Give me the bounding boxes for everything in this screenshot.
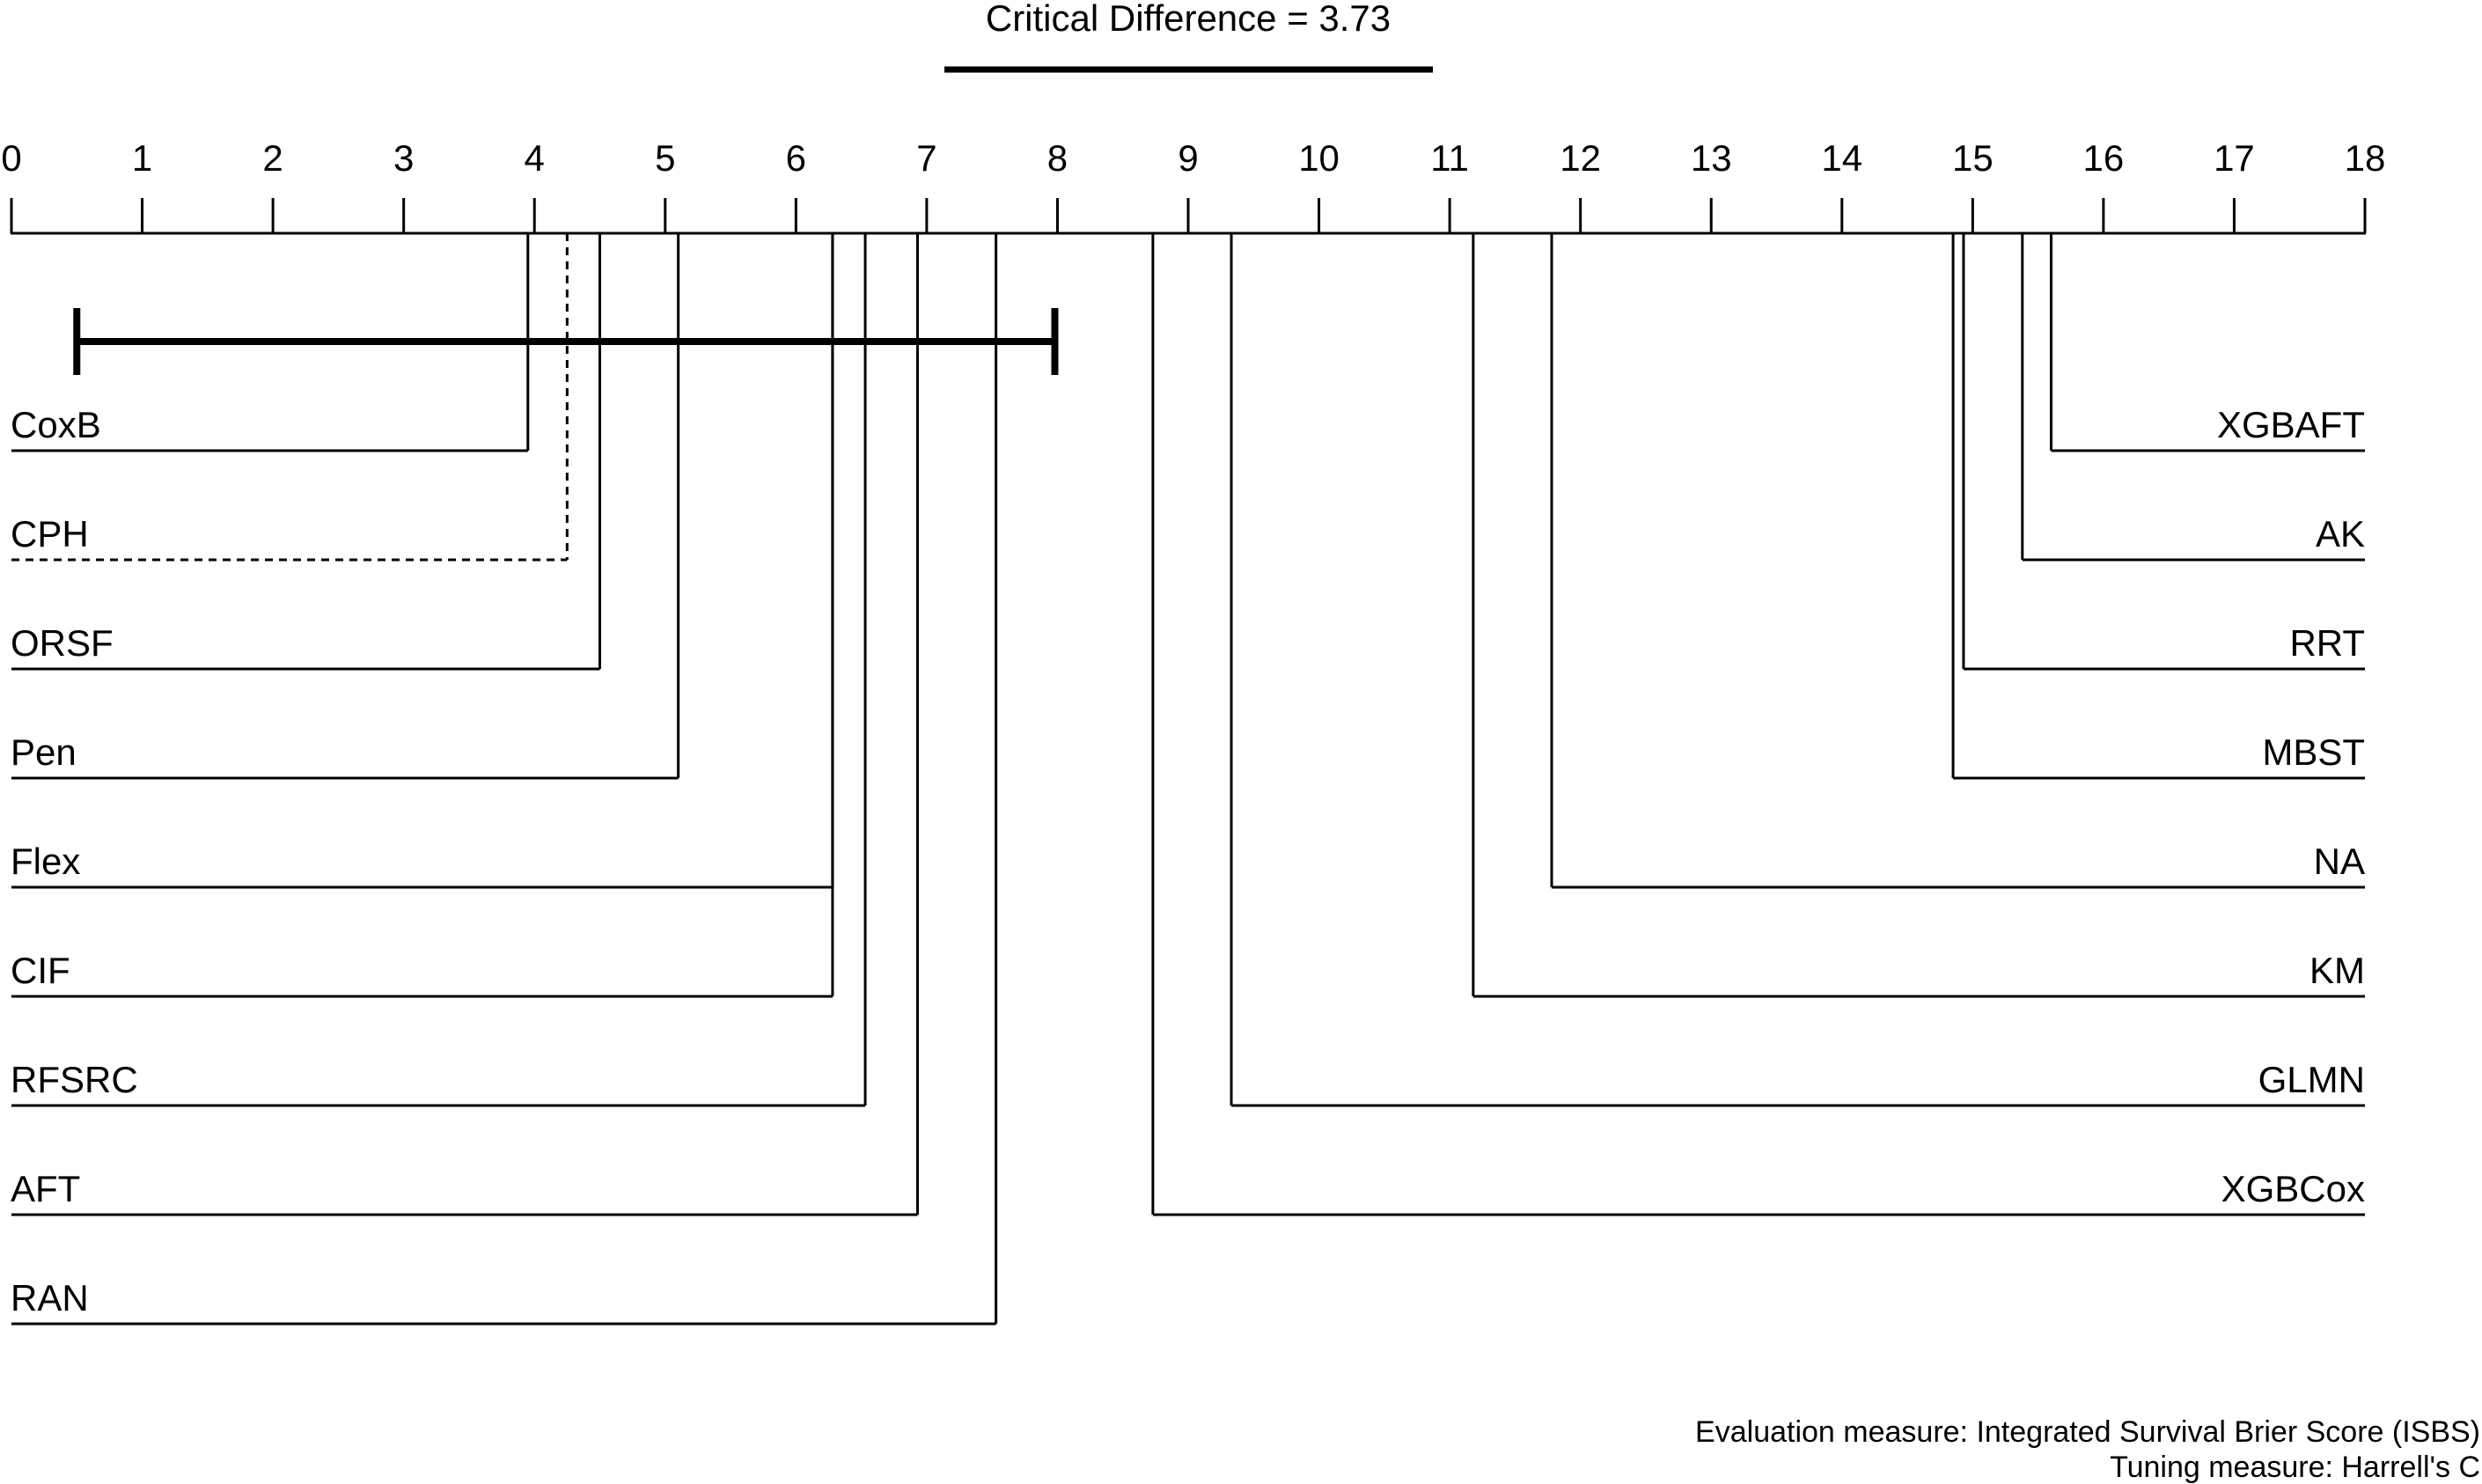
chart-title: Critical Difference = 3.73 xyxy=(986,0,1391,39)
critical-difference-bar xyxy=(73,308,1059,375)
axis-tick-label: 13 xyxy=(1691,137,1732,179)
right-models: XGBAFT AK RRT MBST NA KM GLMN XGBCox xyxy=(1151,233,2365,1216)
axis-tick-label: 17 xyxy=(2214,137,2255,179)
axis-tick-label: 8 xyxy=(1047,137,1068,179)
model-label: ORSF xyxy=(11,622,114,664)
model-label: AK xyxy=(2316,513,2365,555)
model-label: XGBAFT xyxy=(2217,404,2365,445)
model-label: RAN xyxy=(11,1277,89,1319)
model-label: CIF xyxy=(11,950,70,991)
evaluation-measure-note: Evaluation measure: Integrated Survival … xyxy=(1695,1415,2480,1449)
axis-tick-label: 2 xyxy=(262,137,283,179)
model-label: RFSRC xyxy=(11,1059,138,1100)
axis-tick-label: 5 xyxy=(655,137,675,179)
axis-tick-label: 12 xyxy=(1560,137,1601,179)
axis-tick-label: 4 xyxy=(525,137,545,179)
model-label: CoxB xyxy=(11,404,101,445)
axis-tick-label: 16 xyxy=(2083,137,2125,179)
axis-tick-label: 14 xyxy=(1821,137,1862,179)
model-label: MBST xyxy=(2262,731,2365,773)
model-label: GLMN xyxy=(2258,1059,2365,1100)
axis-tick-label: 6 xyxy=(786,137,806,179)
model-label: CPH xyxy=(11,513,89,555)
model-label: NA xyxy=(2314,841,2365,882)
axis-tick-label: 10 xyxy=(1298,137,1340,179)
axis-tick-label: 15 xyxy=(1952,137,1994,179)
model-label: RRT xyxy=(2289,622,2365,664)
model-label: Flex xyxy=(11,841,80,882)
axis-tick-label: 9 xyxy=(1178,137,1198,179)
model-label: Pen xyxy=(11,731,77,773)
tuning-measure-note: Tuning measure: Harrell's C xyxy=(2110,1451,2480,1484)
model-label: AFT xyxy=(11,1168,80,1209)
axis-tick-label: 18 xyxy=(2345,137,2386,179)
axis-tick-label: 0 xyxy=(1,137,21,179)
model-label: KM xyxy=(2309,950,2365,991)
axis-tick-label: 11 xyxy=(1430,137,1469,179)
axis-tick-label: 7 xyxy=(916,137,936,179)
axis-tick-label: 3 xyxy=(393,137,414,179)
model-label: XGBCox xyxy=(2221,1168,2365,1209)
axis-tick-label: 1 xyxy=(132,137,152,179)
